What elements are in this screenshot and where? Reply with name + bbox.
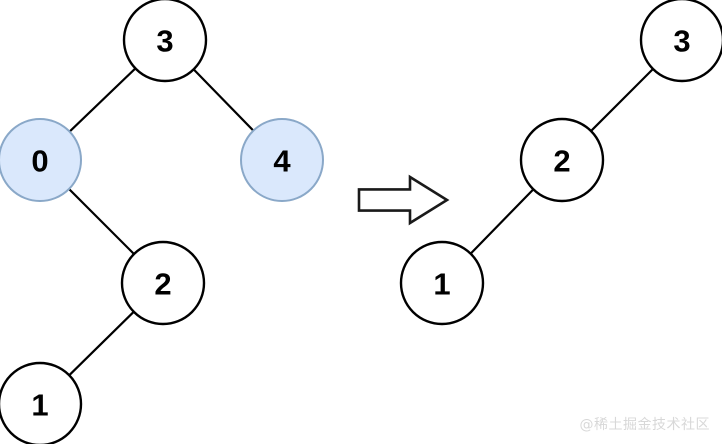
watermark: @稀土掘金技术社区: [579, 417, 710, 433]
tree-node-left-2[interactable]: 2: [120, 240, 206, 326]
node-circle: [122, 0, 208, 83]
node-label: 3: [673, 24, 690, 59]
tree-edge-3-0: [67, 66, 138, 134]
tree-node-left-3[interactable]: 3: [122, 0, 208, 83]
tree-node-right-3[interactable]: 3: [639, 0, 722, 83]
tree-edge-3-2: [589, 67, 655, 133]
transform-arrow: [357, 174, 450, 226]
left-tree-edges: [67, 66, 256, 378]
tree-node-left-0[interactable]: 0: [0, 118, 82, 202]
node-label: 2: [154, 267, 171, 302]
node-circle: [240, 118, 324, 202]
node-label: 1: [31, 388, 48, 423]
right-tree-edges: [468, 67, 655, 256]
tree-edge-0-2: [67, 187, 136, 256]
tree-node-left-1[interactable]: 1: [0, 361, 83, 444]
node-label: 4: [273, 144, 291, 179]
node-label: 1: [433, 267, 450, 302]
node-circle: [120, 240, 206, 326]
tree-node-right-2[interactable]: 2: [519, 117, 605, 203]
node-circle: [639, 0, 722, 83]
node-label: 0: [31, 144, 48, 179]
node-circle: [399, 240, 485, 326]
node-circle: [519, 117, 605, 203]
left-tree-nodes: 3 0 4 2 1: [0, 0, 324, 444]
tree-edge-2-1: [468, 187, 536, 256]
right-arrow-icon: [357, 174, 450, 226]
node-label: 3: [156, 24, 173, 59]
tree-edge-3-4: [191, 67, 256, 133]
right-tree-nodes: 3 2 1: [399, 0, 722, 326]
node-circle: [0, 361, 83, 444]
node-circle: [0, 118, 82, 202]
tree-node-right-1[interactable]: 1: [399, 240, 485, 326]
node-label: 2: [553, 144, 570, 179]
tree-edge-2-1: [67, 309, 136, 378]
tree-node-left-4[interactable]: 4: [240, 118, 324, 202]
